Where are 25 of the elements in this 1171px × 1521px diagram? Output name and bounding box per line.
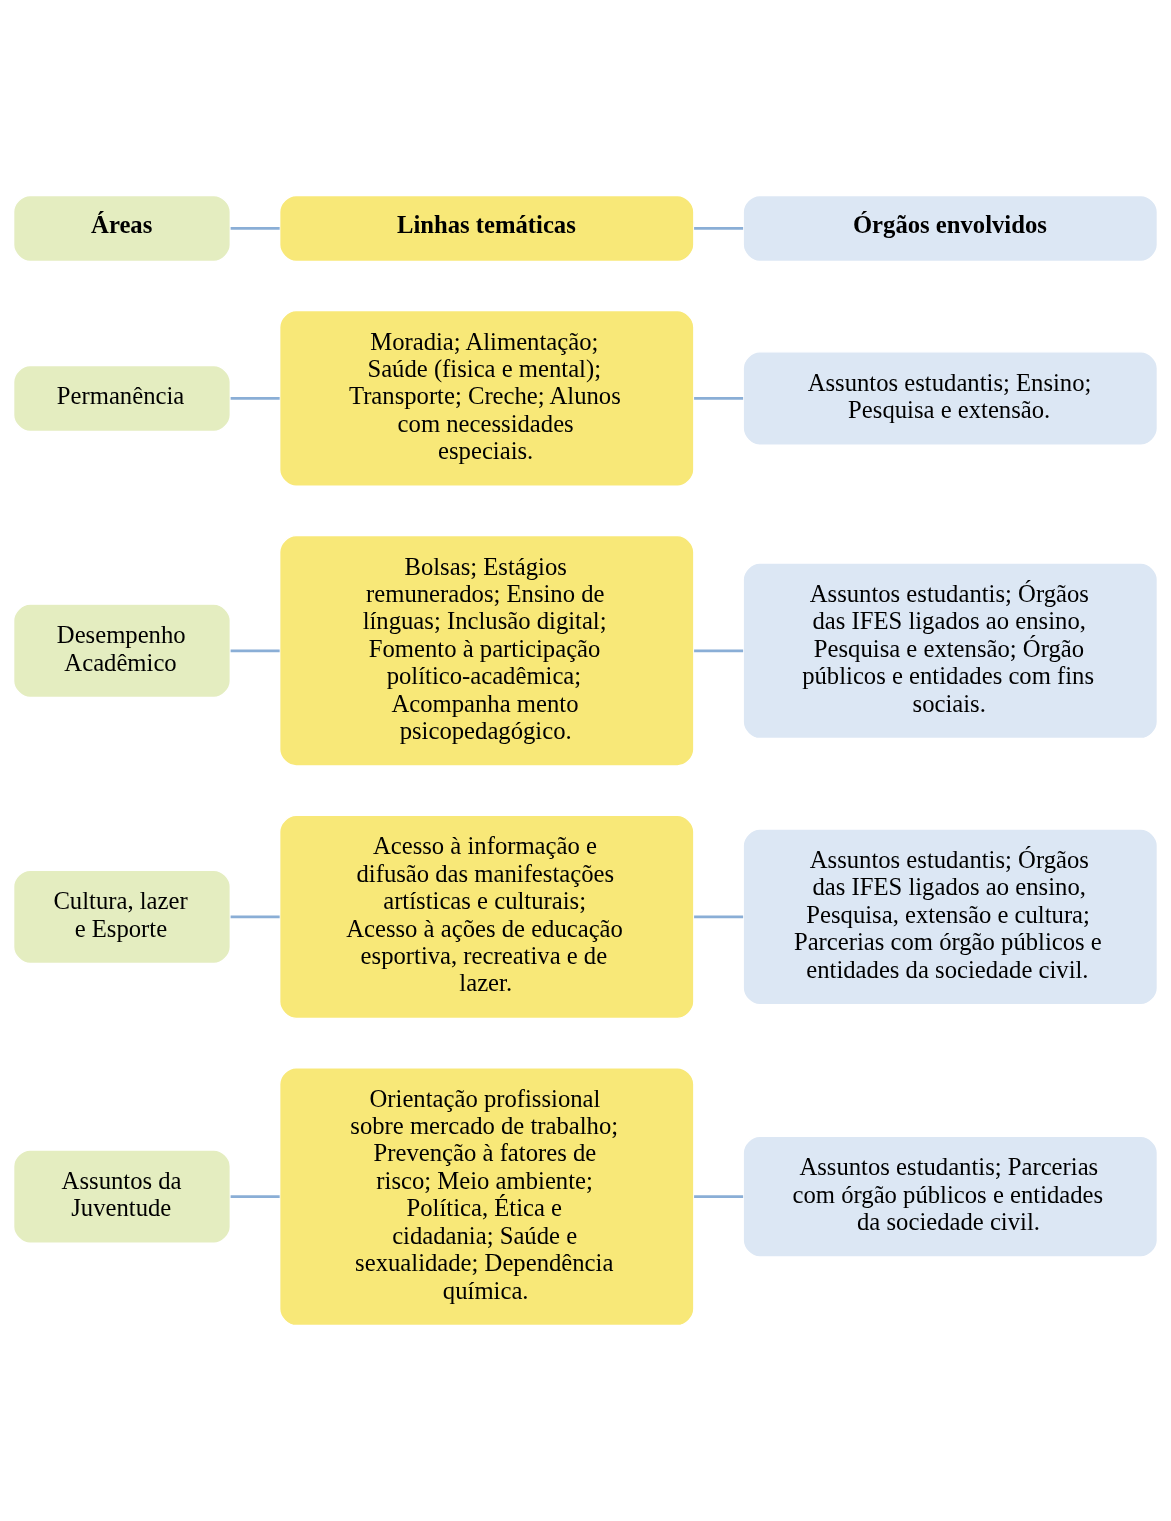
- connector: [694, 915, 744, 919]
- node-box: Cultura, lazer e Esporte: [12, 869, 231, 965]
- connector: [694, 1195, 744, 1198]
- node-box: Assuntos estudantis; Parcerias com órgão públicos e entidades da sociedade civil.: [742, 1135, 1159, 1258]
- node-box: Orientação profissional sobre mercado de trabalho; Prevenção à fatores de risco; Meio ambiente; Política, Ética e cidadania; Saúde e sexualidade; Dependência química.: [279, 1067, 695, 1327]
- connector: [230, 397, 280, 400]
- connector: [230, 649, 280, 653]
- node-box: Assuntos estudantis; Órgãos das IFES ligados ao ensino, Pesquisa, extensão e cultura; Parcerias com órgão públicos e entidades da sociedade civil.: [742, 828, 1159, 1006]
- node-box: Assuntos da Juventude: [12, 1149, 231, 1244]
- node-box: Desempenho Acadêmico: [12, 603, 231, 699]
- node-box: Acesso à informação e difusão das manifestações artísticas e culturais; Acesso à ações de educação esportiva, recreativa e de lazer.: [279, 814, 695, 1019]
- connector: [694, 649, 744, 653]
- connector: [694, 227, 744, 230]
- node-box: Moradia; Alimentação; Saúde (fisica e mental); Transporte; Creche; Alunos com necessidades especiais.: [279, 310, 695, 487]
- connector: [230, 1195, 280, 1198]
- connector: [694, 397, 744, 400]
- node-box: Bolsas; Estágios remunerados; Ensino de línguas; Inclusão digital; Fomento à participação político-acadêmica; Acompanha mento psicopedagógico.: [279, 534, 695, 767]
- node-box: Linhas temáticas: [279, 194, 695, 262]
- node-box: Órgãos envolvidos: [742, 194, 1159, 262]
- node-box: Áreas: [12, 194, 231, 262]
- node-box: Permanência: [12, 364, 231, 433]
- node-box: Assuntos estudantis; Órgãos das IFES ligados ao ensino, Pesquisa e extensão; Órgão públicos e entidades com fins sociais.: [742, 562, 1159, 740]
- connector: [230, 227, 280, 230]
- node-box: Assuntos estudantis; Ensino; Pesquisa e extensão.: [742, 351, 1159, 446]
- connector: [230, 915, 280, 919]
